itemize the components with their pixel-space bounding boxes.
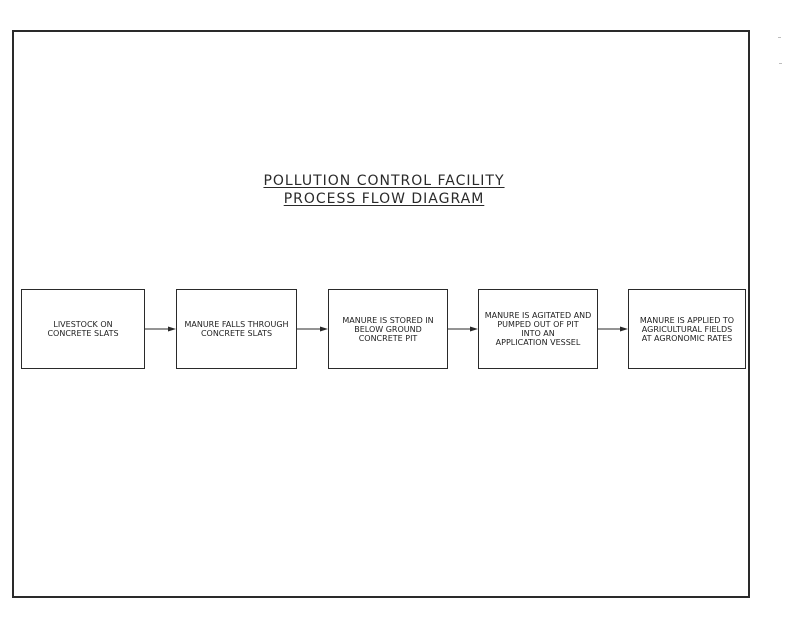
process-step-manure-falls: MANURE FALLS THROUGH CONCRETE SLATS [176,289,297,369]
scan-speck [778,37,781,38]
diagram-title: POLLUTION CONTROL FACILITY [263,173,505,189]
flow-arrow-2 [297,326,328,332]
diagram-subtitle: PROCESS FLOW DIAGRAM [283,191,485,207]
arrow-right-icon [145,326,176,332]
flow-arrow-1 [145,326,176,332]
title-line-2-wrapper: PROCESS FLOW DIAGRAM [0,188,784,207]
arrow-right-icon [297,326,328,332]
flow-arrow-4 [598,326,628,332]
flow-arrow-3 [448,326,478,332]
process-step-manure-pumped: MANURE IS AGITATED AND PUMPED OUT OF PIT… [478,289,598,369]
process-step-manure-stored: MANURE IS STORED IN BELOW GROUND CONCRET… [328,289,448,369]
process-step-livestock: LIVESTOCK ON CONCRETE SLATS [21,289,145,369]
scan-speck [779,63,782,64]
process-step-manure-applied: MANURE IS APPLIED TO AGRICULTURAL FIELDS… [628,289,746,369]
arrow-right-icon [598,326,628,332]
drawing-border [12,30,750,598]
arrow-right-icon [448,326,478,332]
title-line-1-wrapper: POLLUTION CONTROL FACILITY [0,170,784,189]
